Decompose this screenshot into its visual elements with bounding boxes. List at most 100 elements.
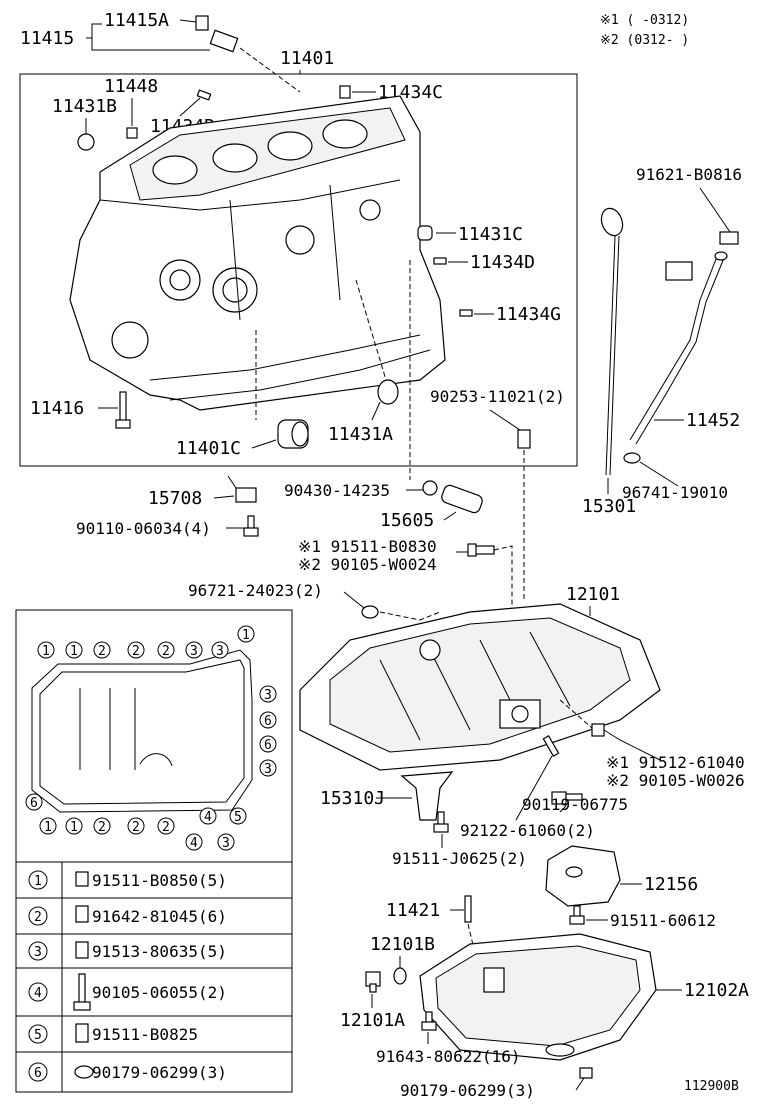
legend-part-1: 91511-B0850(5) [92,871,227,890]
leader-96741 [639,461,679,487]
svg-text:6: 6 [30,796,38,811]
leader-92122 [515,755,553,821]
legend-row-5: 5 91511-B0825 [28,1023,198,1044]
svg-text:3: 3 [190,644,198,659]
leader-15605 [443,511,457,521]
label-11434G: 11434G [496,304,561,325]
dipstick-guide-11452 [629,251,728,445]
oring-96741 [623,452,641,464]
oil-pan-lower-12102A [419,933,657,1061]
leader-96721-dash [379,611,441,621]
bolt-pattern-right-col: 3 6 6 3 [259,685,277,777]
label-11416: 11416 [30,398,84,419]
leader-11401C [251,439,277,449]
label-90253: 90253-11021(2) [430,387,565,406]
leader-91511-B0830-dash [493,545,513,610]
bolt-pattern-outline [31,649,253,813]
label-11431B: 11431B [52,96,117,117]
plug-11431B [77,133,95,151]
label-11421: 11421 [386,900,440,921]
figure-id: 112900B [684,1079,739,1094]
sensor-11415A [195,15,239,53]
bolt-91511-B0830 [467,543,495,557]
svg-text:2: 2 [98,644,106,659]
legend-part-2: 91642-81045(6) [92,907,227,926]
legend-row-2: 2 91642-81045(6) [28,905,227,926]
bolt-pattern-frame [15,609,293,1093]
label-15301: 15301 [582,496,636,517]
bolt-91511-60612 [569,905,585,925]
label-91643: 91643-80622(16) [376,1047,521,1066]
label-90105-W0026: ※2 90105-W0026 [606,771,745,790]
label-11452: 11452 [686,410,740,431]
label-15310J: 15310J [320,788,385,809]
leader-11415A [179,19,197,23]
svg-text:1: 1 [70,644,78,659]
note-1: ※1 ( -0312) [600,13,689,28]
dipstick-15301 [600,207,624,476]
legend-row-3: 3 91513-80635(5) [28,941,227,961]
leader-11415-sensor [239,47,301,93]
label-11431A: 11431A [328,424,393,445]
bolt-pattern-bottom-row: 1 1 2 2 2 4 4 3 5 [39,807,247,851]
legend-row-4: 4 90105-06055(2) [28,973,227,1011]
svg-text:2: 2 [132,820,140,835]
svg-text:6: 6 [34,1066,42,1081]
leader-90119 [559,805,567,813]
svg-text:4: 4 [34,986,42,1001]
label-12102A: 12102A [684,980,749,1001]
label-91621: 91621-B0816 [636,165,742,184]
bolt-91643 [421,1011,437,1031]
leader-15708 [213,495,235,499]
baffle-12156 [545,845,621,907]
bolt-pattern-top-row: 1 1 2 2 2 3 3 1 [37,625,255,659]
nozzle-15708 [227,475,257,503]
bolt-91621 [719,231,739,245]
engine-block [69,95,446,411]
leader-11415-b [91,38,210,51]
label-12156: 12156 [644,874,698,895]
stud-11421 [464,895,472,923]
leader-11431A [371,401,381,421]
svg-text:1: 1 [34,874,42,889]
leader-96721 [343,591,365,609]
label-15708: 15708 [148,488,202,509]
label-12101A: 12101A [340,1010,405,1031]
label-91511-B0830: ※1 91511-B0830 [298,537,437,556]
svg-text:2: 2 [162,644,170,659]
svg-text:5: 5 [34,1028,42,1043]
plug-15605 [441,484,483,514]
svg-text:6: 6 [264,738,272,753]
leader-11415-a [86,23,102,39]
oring-96721 [361,605,379,619]
svg-text:3: 3 [34,945,42,960]
plug-11431C [417,225,433,241]
legend-part-3: 91513-80635(5) [92,942,227,961]
label-96721: 96721-24023(2) [188,581,323,600]
label-90179: 90179-06299(3) [400,1081,535,1100]
svg-text:2: 2 [162,820,170,835]
bushing-11401C [277,419,309,449]
svg-text:2: 2 [98,820,106,835]
plug-12101A [365,971,381,993]
gasket-90430 [422,480,438,496]
leader-91512-dash [559,699,593,729]
bolt-pattern-left-col: 6 [25,793,43,811]
label-15605: 15605 [380,510,434,531]
pin-11434D [433,257,447,265]
svg-text:3: 3 [216,644,224,659]
label-11415A: 11415A [104,10,169,31]
svg-text:3: 3 [264,762,272,777]
label-91511-60612: 91511-60612 [610,911,716,930]
label-12101B: 12101B [370,934,435,955]
strainer-15310J [400,771,454,821]
svg-text:2: 2 [132,644,140,659]
legend-part-4: 90105-06055(2) [92,983,227,1002]
label-11401C: 11401C [176,438,241,459]
stud-92122 [542,735,560,757]
svg-text:1: 1 [42,644,50,659]
leader-11431A-dash [355,279,387,381]
legend-table [16,861,292,1092]
svg-text:1: 1 [70,820,78,835]
